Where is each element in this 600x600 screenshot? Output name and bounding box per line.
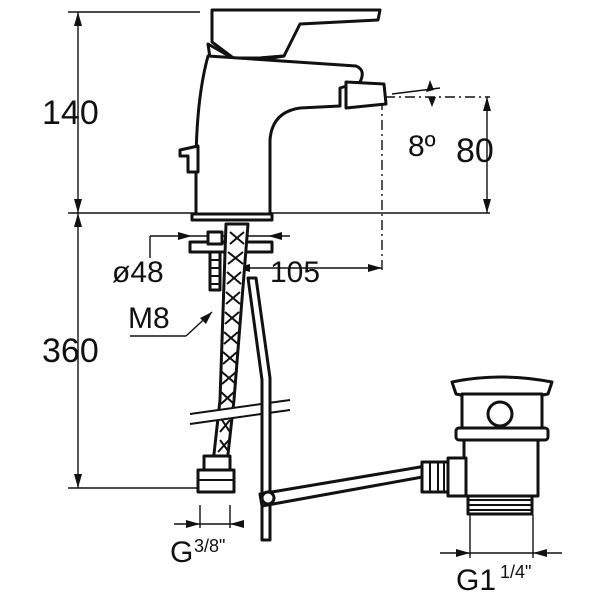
label-g-3-8-main: G bbox=[170, 536, 193, 569]
label-g-3-8-fraction: 3/8" bbox=[194, 536, 225, 556]
label-105: 105 bbox=[270, 256, 320, 289]
label-140: 140 bbox=[42, 94, 99, 132]
label-m8: M8 bbox=[128, 302, 170, 335]
label-g-1-1-4-main: G1 bbox=[456, 564, 496, 597]
break-mark bbox=[189, 399, 291, 425]
pop-up-rod bbox=[246, 276, 430, 542]
label-g-1-1-4: G1 1/4" bbox=[456, 562, 531, 597]
label-360: 360 bbox=[42, 332, 99, 370]
mixer-body bbox=[178, 8, 388, 222]
label-diameter-48: ø48 bbox=[112, 256, 164, 289]
flexible-hose bbox=[196, 222, 250, 494]
label-8-degrees: 8º bbox=[408, 130, 436, 163]
pop-up-waste bbox=[420, 375, 554, 516]
label-80: 80 bbox=[456, 132, 494, 170]
label-g-3-8: G 3/8" bbox=[170, 536, 225, 569]
label-g-1-1-4-fraction: 1/4" bbox=[500, 562, 531, 582]
